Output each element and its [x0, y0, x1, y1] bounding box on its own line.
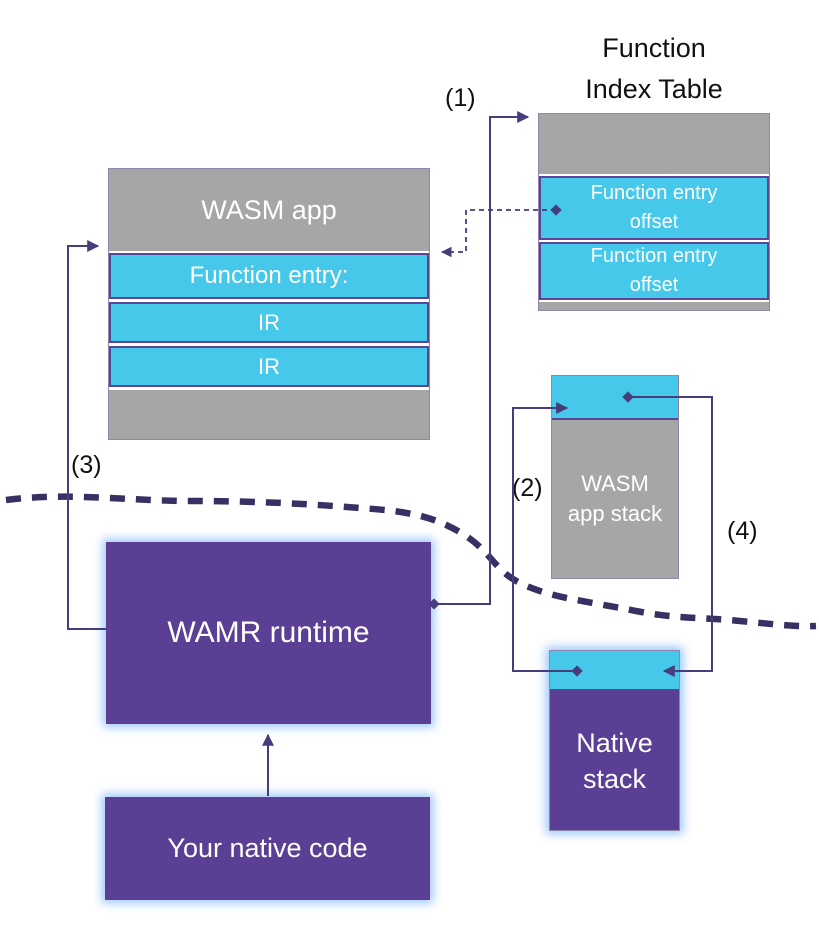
wasm-app-footer-block — [109, 390, 429, 439]
function-entry-offset-row-2-line1: Function entry — [590, 245, 718, 267]
wasm-app-stack-top-bar — [552, 376, 678, 420]
wasm-app-ir-row-2: IR — [109, 346, 429, 387]
wasm-app-function-entry-row: Function entry: — [109, 253, 429, 299]
label-step-4: (4) — [727, 517, 758, 545]
function-index-table-title-line2: Index Table — [585, 74, 723, 104]
function-index-table-header-block — [539, 114, 769, 174]
wasm-app-stack-box: WASM app stack — [551, 375, 679, 579]
connector-3-runtime-to-wasm-app — [67, 240, 106, 630]
function-index-table-title: Function Index Table — [538, 28, 770, 110]
wasm-app-stack-label-line1: WASM — [581, 471, 649, 496]
wamr-runtime-box: WAMR runtime — [106, 542, 431, 724]
wasm-app-ir-row-1: IR — [109, 302, 429, 343]
your-native-code-box: Your native code — [105, 797, 430, 900]
function-entry-offset-row-2-line2: offset — [629, 274, 679, 296]
wamr-runtime-label: WAMR runtime — [167, 616, 370, 649]
label-step-3: (3) — [71, 451, 102, 479]
function-entry-offset-row-2: Function entry offset — [539, 242, 769, 300]
function-entry-offset-row-1-line2: offset — [629, 211, 679, 233]
function-index-table-title-line1: Function — [602, 33, 706, 63]
your-native-code-label: Your native code — [167, 833, 368, 863]
function-entry-offset-row-1: Function entry offset — [539, 176, 769, 240]
label-step-1: (1) — [445, 84, 476, 112]
native-stack-label: Native stack — [550, 691, 679, 830]
native-stack-label-line1: Native — [576, 727, 653, 758]
connector-1-runtime-to-index-table — [434, 111, 530, 605]
function-index-table-footer-block — [539, 302, 769, 310]
native-stack-label-line2: stack — [582, 763, 647, 794]
function-index-table: Function entry offset Function entry off… — [538, 113, 770, 311]
wasm-app-stack-label-line2: app stack — [567, 501, 663, 526]
wasm-app-stack-label: WASM app stack — [552, 420, 678, 578]
label-step-2: (2) — [512, 474, 543, 502]
wasm-app-box: WASM app Function entry: IR IR — [108, 168, 430, 440]
native-stack-box: Native stack — [549, 650, 680, 831]
wasm-app-header: WASM app — [109, 169, 429, 251]
native-stack-top-bar — [550, 651, 679, 691]
function-entry-offset-row-1-line1: Function entry — [590, 182, 718, 204]
